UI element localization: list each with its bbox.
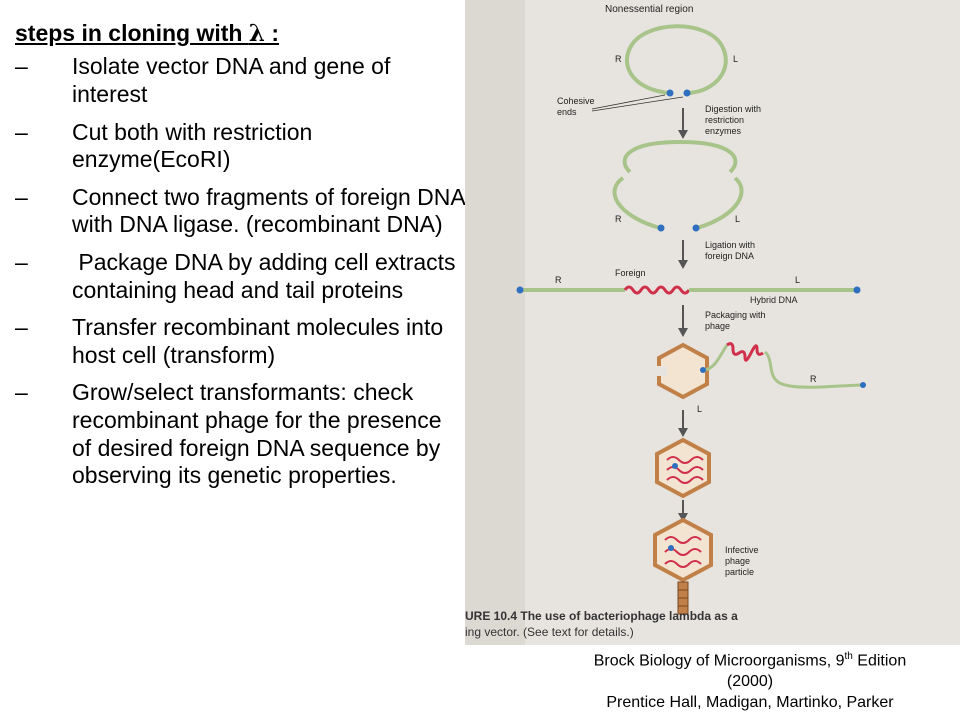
step-dash: – <box>15 53 28 80</box>
label-digestion-1: Digestion with <box>705 104 761 114</box>
step-item: – Package DNA by adding cell extracts co… <box>15 249 465 304</box>
citation: Brock Biology of Microorganisms, 9th Edi… <box>540 650 960 714</box>
step-text: Connect two fragments of foreign DNA wit… <box>72 183 465 238</box>
citation-line1: Brock Biology of Microorganisms, 9th Edi… <box>540 650 960 672</box>
step-text: Cut both with restriction enzyme(EcoRI) <box>72 118 313 173</box>
label-cohesive-2: ends <box>557 107 577 117</box>
step-text: Grow/select transformants: check recombi… <box>72 379 442 489</box>
label-l3: L <box>795 275 800 285</box>
lambda-symbol: λ <box>248 20 265 47</box>
steps-list: – Isolate vector DNA and gene of interest… <box>15 53 465 489</box>
arrow-head <box>678 260 688 269</box>
pointer-line <box>591 94 666 110</box>
label-infective-3: particle <box>725 567 754 577</box>
cohesive-end-left <box>666 89 674 97</box>
label-cohesive-1: Cohesive <box>557 96 595 106</box>
filled-capsid <box>655 437 711 499</box>
label-r2: R <box>615 214 622 224</box>
cohesive-end-right <box>683 89 691 97</box>
label-ligation-1: Ligation with <box>705 240 755 250</box>
hybrid-end-right <box>853 286 861 294</box>
label-infective-1: Infective <box>725 545 759 555</box>
arrow-head <box>678 130 688 139</box>
cut-dna-top <box>622 139 738 174</box>
step-item: – Connect two fragments of foreign DNA wi… <box>15 184 465 239</box>
citation-superscript: th <box>844 651 853 662</box>
step-dash: – <box>15 379 28 406</box>
label-infective-2: phage <box>725 556 750 566</box>
cut-end-left <box>657 224 665 232</box>
citation-title: Brock Biology of Microorganisms, 9 <box>593 652 845 670</box>
step-item: – Transfer recombinant molecules into hos… <box>15 314 465 369</box>
step-dash: – <box>15 118 28 145</box>
label-l4: L <box>697 404 702 414</box>
cut-dna-right-arm <box>696 176 744 230</box>
label-digestion-2: restriction <box>705 115 744 125</box>
label-r4: R <box>810 374 817 384</box>
arrow-head <box>678 328 688 337</box>
step-item: – Grow/select transformants: check recomb… <box>15 379 465 489</box>
label-ligation-2: foreign DNA <box>705 251 754 261</box>
label-digestion-3: enzymes <box>705 126 742 136</box>
step-text: Isolate vector DNA and gene of interest <box>72 53 391 108</box>
step-dash: – <box>15 314 28 341</box>
label-hybrid: Hybrid DNA <box>750 295 798 305</box>
label-r3: R <box>555 275 562 285</box>
pointer-line <box>591 96 684 112</box>
slide-text: steps in cloning with λ : – Isolate vecto… <box>15 20 465 500</box>
figure-diagram: Nonessential region R L Cohesive ends Di… <box>465 0 960 645</box>
step-dash: – <box>15 249 28 275</box>
page-shadow <box>465 0 525 645</box>
step-item: – Cut both with restriction enzyme(EcoRI) <box>15 119 465 174</box>
label-nonessential: Nonessential region <box>605 4 693 15</box>
citation-edition: Edition <box>852 652 907 670</box>
foreign-dna-segment <box>623 285 691 295</box>
label-packaging-2: phage <box>705 321 730 331</box>
cut-end-right <box>692 224 700 232</box>
lambda-cloning-figure: Nonessential region R L Cohesive ends Di… <box>465 0 960 645</box>
heading-prefix: steps in cloning with <box>15 20 249 46</box>
label-l1: L <box>733 54 738 64</box>
phage-head <box>653 517 713 583</box>
figure-caption-line1: URE 10.4 The use of bacteriophage lambda… <box>465 609 738 623</box>
packaging-end-right <box>860 382 866 388</box>
step-text: Package DNA by adding cell extracts cont… <box>72 249 462 303</box>
cut-dna-left-arm <box>612 176 661 230</box>
label-l2: L <box>735 214 740 224</box>
packaging-foreign-dna <box>726 342 764 362</box>
arrow-head <box>678 513 688 522</box>
step-dash: – <box>15 183 28 210</box>
heading-suffix: : <box>264 20 280 46</box>
label-packaging-1: Packaging with <box>705 310 766 320</box>
packaging-end-left <box>700 367 706 373</box>
step-item: – Isolate vector DNA and gene of interest <box>15 53 465 108</box>
label-r1: R <box>615 54 622 64</box>
arrow-head <box>678 428 688 437</box>
packaging-dna-tail <box>763 350 864 389</box>
figure-caption-line2: ing vector. (See text for details.) <box>465 625 634 639</box>
capsid-opening <box>653 366 667 376</box>
citation-line3: Prentice Hall, Madigan, Martinko, Parker <box>606 693 894 711</box>
hybrid-end-left <box>516 286 524 294</box>
step-text: Transfer recombinant molecules into host… <box>72 314 444 368</box>
empty-capsid <box>657 342 709 400</box>
lambda-dna-loop <box>624 24 728 95</box>
packaged-end <box>672 463 678 469</box>
citation-line2: (2000) <box>726 673 774 691</box>
phage-dna-end <box>668 545 674 551</box>
label-foreign: Foreign <box>615 268 646 278</box>
slide-heading: steps in cloning with λ : <box>15 20 465 47</box>
